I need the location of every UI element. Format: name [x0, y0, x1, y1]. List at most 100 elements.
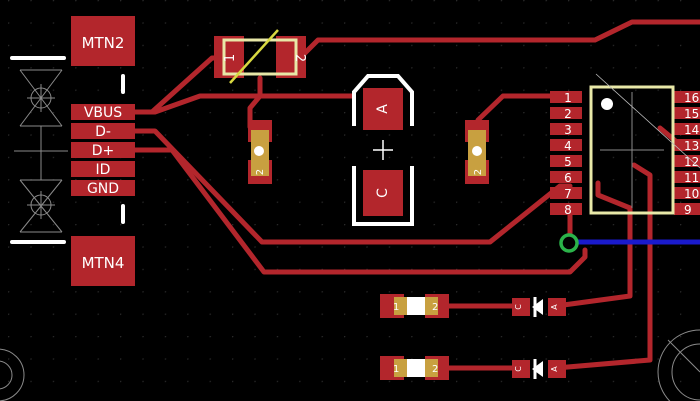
ic-pin-label: 13 [684, 139, 699, 153]
ic-pin-label: 4 [564, 139, 572, 153]
resistor-mid-pin2-label: 2 [473, 169, 484, 175]
ic-pin-label: 8 [564, 203, 572, 217]
ic-pad[interactable] [674, 187, 700, 199]
usb-pin-pad[interactable] [71, 161, 135, 177]
ic-pad[interactable] [674, 123, 700, 135]
led2-pad-cathode[interactable] [512, 360, 530, 378]
resistor-led1-pin2-label: 2 [432, 302, 438, 313]
led2-cathode-label: C [514, 366, 523, 372]
led1-pad-cathode[interactable] [512, 298, 530, 316]
ic-right-pins: 16 15 14 13 12 11 10 9 [674, 91, 700, 217]
cap-cathode-label: C [375, 188, 391, 198]
resistor-led2-pin2-label: 2 [432, 364, 438, 375]
ic-pad[interactable] [674, 171, 700, 183]
ic-body-outline [589, 85, 675, 215]
ic-pin-label: 1 [564, 91, 572, 105]
led1[interactable]: C A [512, 297, 566, 317]
cap-silk-top [352, 74, 414, 126]
usb-pin-pad[interactable] [71, 123, 135, 139]
resistor-middle[interactable]: 2 [465, 120, 489, 184]
trace-fuse-resistor[interactable] [247, 75, 263, 130]
cap-pad-anode[interactable] [363, 88, 403, 130]
ic-pad[interactable] [674, 107, 700, 119]
resistor-left[interactable]: 2 [248, 120, 272, 184]
resistor-left-pin2-label: 2 [255, 169, 266, 175]
ic-pin-label: 5 [564, 155, 572, 169]
cap-pad-cathode[interactable] [363, 170, 403, 216]
ic-pad[interactable] [674, 155, 700, 167]
trace-vbus-cap[interactable] [132, 93, 355, 115]
trace-dminus[interactable] [132, 128, 573, 245]
ic-pad[interactable] [550, 171, 582, 183]
usb-mounting-holes [14, 69, 68, 233]
resistor-led1[interactable]: 1 2 [380, 294, 449, 318]
ic-pin-label: 11 [684, 171, 699, 185]
ic-pin-label: 14 [684, 123, 699, 137]
fuse-pad-1[interactable] [214, 36, 244, 78]
fuse-pad-2[interactable] [276, 36, 306, 78]
fuse-body-outline [222, 38, 298, 76]
ic-pin-label: 6 [564, 171, 572, 185]
ic-pad[interactable] [550, 91, 582, 103]
trace-dplus[interactable] [132, 147, 588, 275]
led-row-1: 1 2 C A [380, 294, 566, 318]
cap-anode-label: A [375, 104, 391, 114]
ic-pin-label: 3 [564, 123, 572, 137]
ic-pad[interactable] [550, 187, 582, 199]
ic-pad[interactable] [674, 203, 700, 215]
mount-pad-bottom[interactable] [71, 236, 135, 286]
usb-connector: MTN2 MTN4 VBUS D- D+ ID GND [10, 16, 135, 286]
mount-pad-top[interactable] [71, 16, 135, 66]
resistor-left-pin1-dot [254, 146, 264, 156]
electrolytic-capacitor[interactable]: A C [352, 74, 414, 226]
led2-pad-anode[interactable] [548, 360, 566, 378]
trace-ic-led2[interactable] [553, 162, 653, 371]
ic-pad[interactable] [550, 139, 582, 151]
ic-pad[interactable] [550, 155, 582, 167]
trace-ic-led1[interactable] [553, 180, 633, 309]
ic-pin1-marker [601, 98, 613, 110]
led2[interactable]: C A [512, 359, 566, 379]
fuse-pin1-label: 1 [223, 54, 238, 62]
usb-pin-pad[interactable] [71, 180, 135, 196]
ic-pin-label: 7 [564, 187, 572, 201]
ic-pin-label: 2 [564, 107, 572, 121]
trace-fuse-top-right[interactable] [297, 19, 700, 61]
usb-pin-label: VBUS [84, 105, 122, 121]
usb-pin-pad[interactable] [71, 104, 135, 120]
usb-pin-label: D- [95, 124, 111, 140]
usb-pin-pad[interactable] [71, 142, 135, 158]
resistor-led2[interactable]: 1 2 [380, 356, 449, 380]
usb-silkscreen [10, 56, 125, 244]
usb-pin-label: GND [87, 181, 119, 197]
ic-diagonal [595, 73, 700, 169]
cap-silk-bottom [352, 166, 414, 226]
mount-top-label: MTN2 [82, 34, 125, 52]
fuse-component[interactable]: 1 2 [214, 29, 307, 84]
fuse-pin2-label: 2 [292, 54, 307, 62]
resistor-led1-pin1-label: 1 [393, 302, 399, 313]
ic-pin-label: 12 [684, 155, 699, 169]
led1-pad-anode[interactable] [548, 298, 566, 316]
fuse-slash [229, 29, 279, 84]
led-row-2: 1 2 C A [380, 356, 566, 380]
via[interactable] [559, 233, 579, 253]
ic-pad[interactable] [674, 91, 700, 103]
ic-pad[interactable] [550, 123, 582, 135]
resistor-led2-pin1-label: 1 [393, 364, 399, 375]
mount-bottom-label: MTN4 [82, 254, 125, 272]
ic-left-pins: 1 2 3 4 5 6 7 8 [550, 91, 582, 217]
ic-pin-label: 10 [684, 187, 699, 201]
usb-pin-label: ID [96, 162, 111, 178]
ic-pad[interactable] [550, 107, 582, 119]
ic-pin-label: 15 [684, 107, 699, 121]
led1-diode-symbol [532, 299, 543, 315]
ic-soic16[interactable]: 1 2 3 4 5 6 7 8 16 15 14 13 12 11 10 9 [550, 73, 700, 217]
ic-pad[interactable] [550, 203, 582, 215]
ic-pad[interactable] [674, 139, 700, 151]
led2-anode-label: A [550, 366, 559, 372]
led1-anode-label: A [550, 304, 559, 310]
resistor-led1-core [407, 297, 425, 315]
